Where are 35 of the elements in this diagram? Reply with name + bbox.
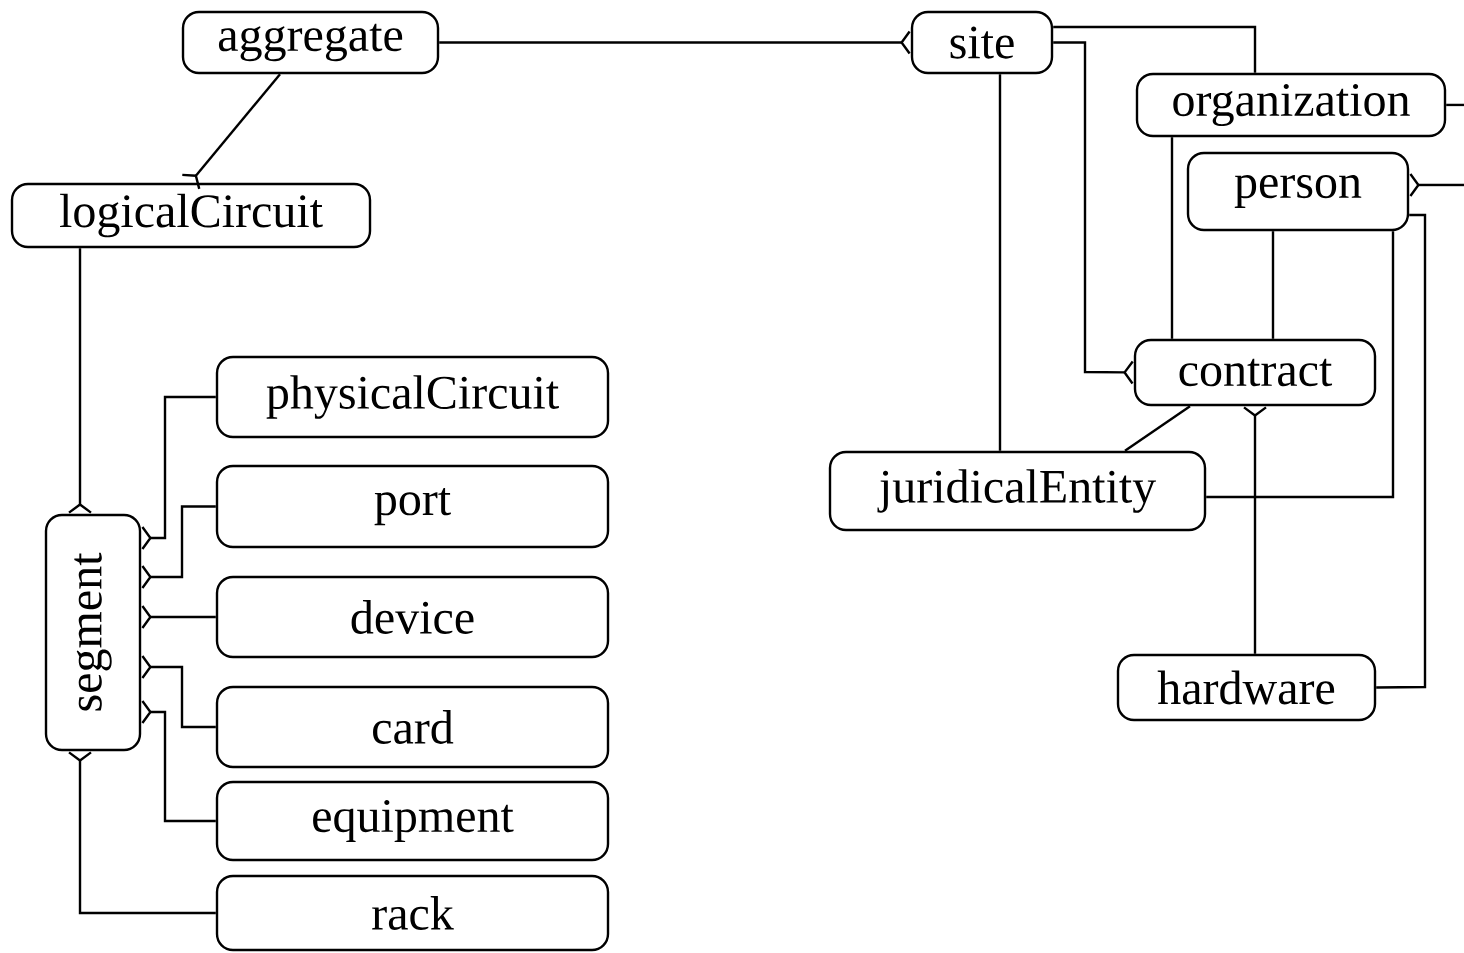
connector xyxy=(998,74,1002,451)
entity-box: person xyxy=(1186,151,1410,232)
connector xyxy=(1170,137,1174,339)
connector xyxy=(1271,231,1275,339)
connector xyxy=(1446,103,1464,107)
entity-box: rack xyxy=(215,874,610,952)
entity-box: card xyxy=(215,685,610,769)
connector xyxy=(141,655,216,729)
connector xyxy=(439,30,911,55)
connector xyxy=(141,395,216,550)
entity-box: hardware xyxy=(1116,653,1377,722)
connector xyxy=(68,751,216,915)
connector xyxy=(1206,231,1395,499)
connector xyxy=(182,73,281,190)
connector xyxy=(68,248,92,514)
entity-box: organization xyxy=(1135,72,1447,138)
connector xyxy=(141,605,216,629)
entity-box: aggregate xyxy=(181,10,440,75)
entity-box: contract xyxy=(1133,338,1377,407)
entity-box: physicalCircuit xyxy=(215,355,610,439)
entity-box: port xyxy=(215,464,610,549)
connector xyxy=(1124,405,1191,452)
connector xyxy=(1053,41,1134,385)
entity-box: logicalCircuit xyxy=(10,182,372,249)
connector xyxy=(1243,406,1267,654)
entity-box: equipment xyxy=(215,780,610,862)
connector xyxy=(1376,213,1427,689)
entity-box: segment xyxy=(44,513,142,752)
connector xyxy=(1053,25,1257,73)
entity-box: juridicalEntity xyxy=(828,450,1207,532)
connector xyxy=(1409,173,1464,197)
entity-box: site xyxy=(910,10,1054,75)
connector xyxy=(141,700,216,823)
connector xyxy=(141,505,216,589)
entity-box: device xyxy=(215,575,610,659)
